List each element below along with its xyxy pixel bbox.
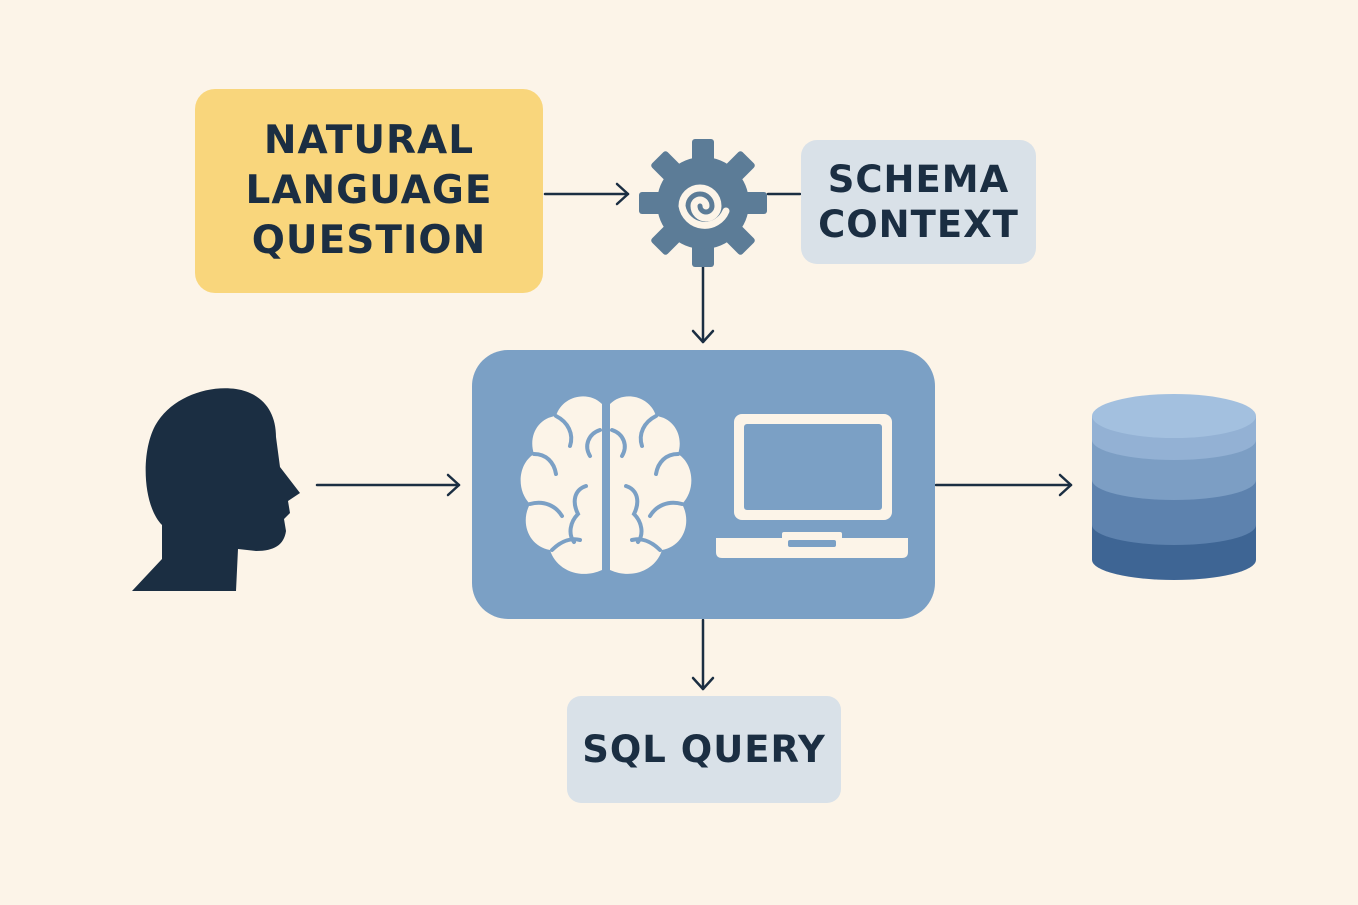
gear-icon bbox=[639, 139, 767, 267]
arrow-question-to-gear bbox=[543, 182, 630, 206]
arrow-gear-to-model bbox=[691, 264, 715, 344]
schema-context-label: SCHEMA CONTEXT bbox=[818, 158, 1019, 246]
arrow-model-to-database bbox=[934, 473, 1073, 497]
laptop-icon bbox=[716, 414, 908, 558]
sql-query-box: SQL QUERY bbox=[567, 696, 841, 803]
person-silhouette-icon bbox=[132, 388, 300, 591]
natural-language-question-box: NATURAL LANGUAGE QUESTION bbox=[195, 89, 543, 293]
arrow-model-to-sql bbox=[691, 618, 715, 691]
schema-context-box: SCHEMA CONTEXT bbox=[801, 140, 1036, 264]
natural-language-question-label: NATURAL LANGUAGE QUESTION bbox=[245, 118, 493, 263]
brain-icon bbox=[520, 396, 692, 574]
sql-query-label: SQL QUERY bbox=[582, 728, 826, 771]
database-icon bbox=[1092, 394, 1256, 580]
model-processing-box bbox=[472, 350, 935, 619]
arrow-user-to-model bbox=[315, 473, 461, 497]
